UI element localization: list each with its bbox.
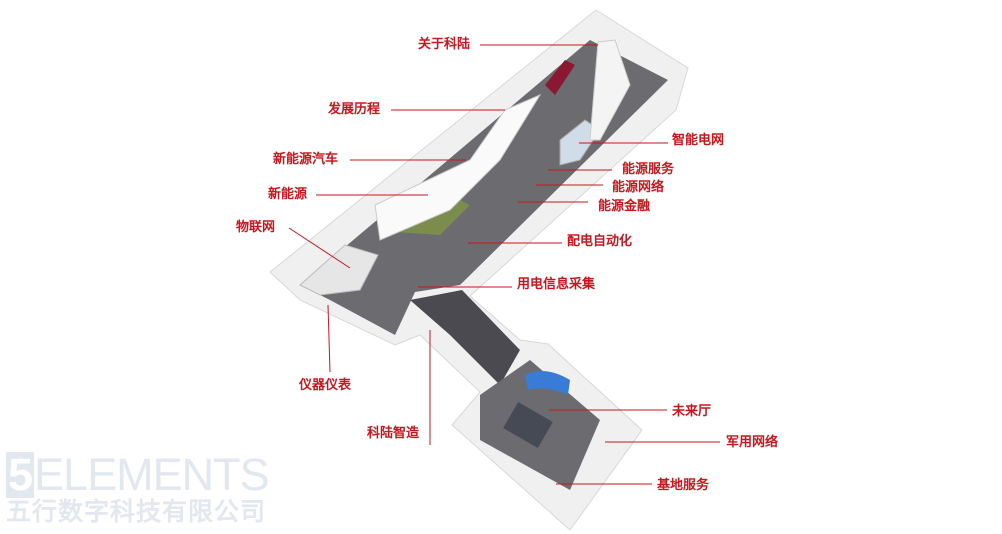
label-base-service: 基地服务 <box>657 478 710 493</box>
label-military: 军用网络 <box>726 435 779 450</box>
label-about: 关于科陆 <box>418 37 471 52</box>
diagonal-ramp <box>589 39 631 141</box>
label-iot: 物联网 <box>236 220 276 235</box>
lower-corridor-floor <box>410 290 520 385</box>
future-hall-seats <box>503 402 553 448</box>
label-smart-grid: 智能电网 <box>672 133 725 148</box>
leader-lines <box>288 44 720 485</box>
label-energy-service: 能源服务 <box>622 162 675 177</box>
logo-company-name: 五行数字科技有限公司 <box>6 497 267 526</box>
company-watermark-logo: 5ELEMENTS 五行数字科技有限公司 <box>6 449 270 526</box>
label-nev: 新能源汽车 <box>273 152 339 167</box>
label-history: 发展历程 <box>328 102 381 117</box>
logo-word: ELEMENTS <box>34 449 270 500</box>
label-energy-network: 能源网络 <box>612 180 665 195</box>
about-wall-screen <box>545 60 575 95</box>
main-corridor-floor <box>300 40 668 335</box>
curved-exhibit-wall <box>374 93 542 241</box>
iot-display <box>299 244 379 296</box>
logo-digit: 5 <box>6 449 35 500</box>
label-future-hall: 未来厅 <box>672 404 712 419</box>
label-manufacturing: 科陆智造 <box>367 426 420 441</box>
label-dist-automation: 配电自动化 <box>567 234 633 249</box>
label-instruments: 仪器仪表 <box>299 378 352 393</box>
label-energy-finance: 能源金融 <box>598 199 651 214</box>
label-metering: 用电信息采集 <box>517 277 596 292</box>
future-hall-screen <box>525 371 570 395</box>
label-new-energy: 新能源 <box>268 187 308 202</box>
